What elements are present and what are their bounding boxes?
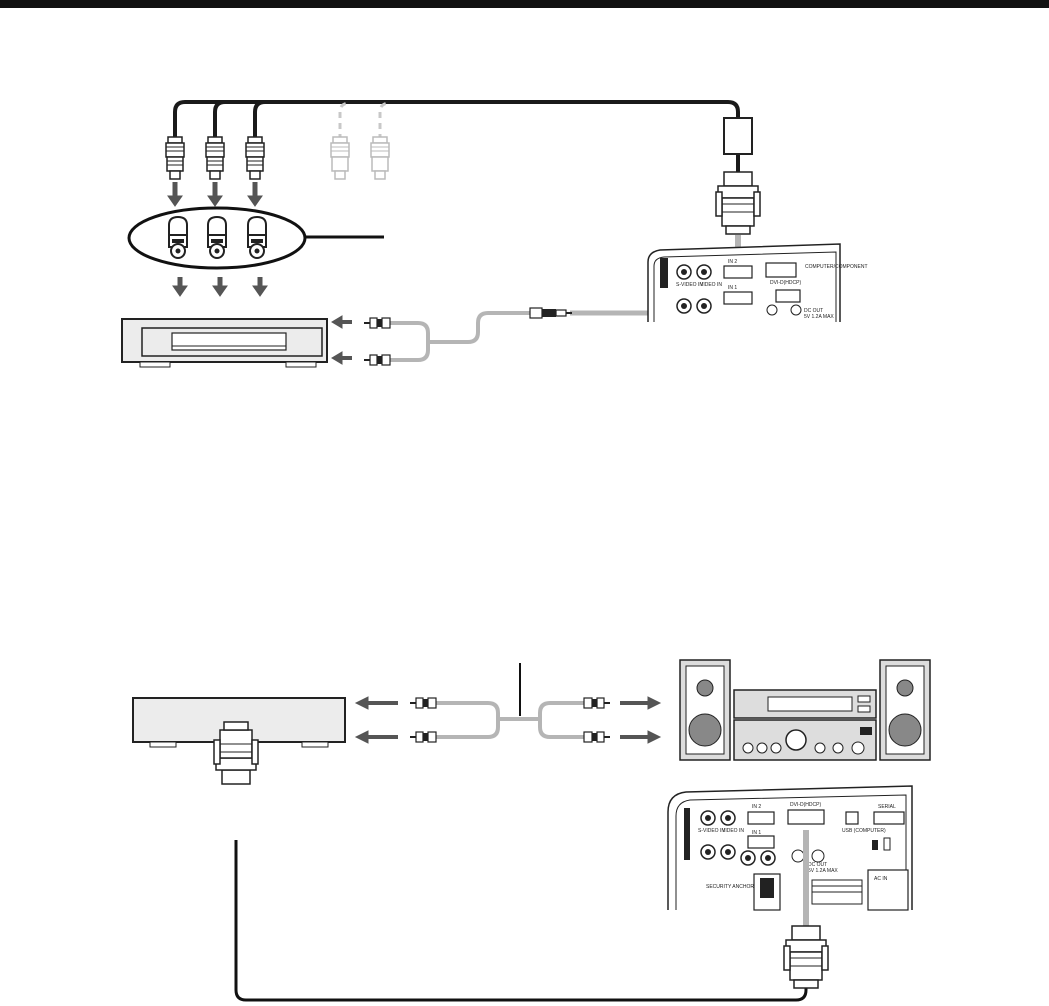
jack-label: SERIAL: [878, 804, 896, 810]
bnc-plug: [246, 137, 264, 179]
bnc-plug: [206, 137, 224, 179]
jack-label: VIDEO IN: [722, 828, 744, 834]
jack-label: DVI-D(HDCP): [790, 802, 821, 808]
jack-label: IN 2: [752, 804, 761, 810]
vga-plug: [716, 172, 760, 234]
av-device: [122, 319, 327, 367]
ferrite-core: [724, 118, 752, 154]
stereo-amplifier: [734, 690, 876, 760]
arrow: [332, 316, 352, 364]
jack-label: IN 2: [728, 259, 737, 265]
jack-label: COMPUTER/COMPONENT: [805, 264, 868, 270]
dvi-plug: [214, 722, 258, 784]
stereo-audio-cable: [410, 663, 610, 742]
jack-label: SECURITY ANCHOR: [706, 884, 754, 890]
speaker: [680, 660, 730, 760]
jack-label: 5V 1.2A MAX: [808, 868, 838, 874]
jack-label: IN 1: [728, 285, 737, 291]
projector-terminal-panel: IN 2 S-VIDEO IN VIDEO IN IN 1 DVI-D(HDCP…: [668, 786, 912, 910]
jack-label: VIDEO IN: [700, 282, 722, 288]
jack-label: USB (COMPUTER): [842, 828, 886, 834]
projector-terminal-panel: IN 2 S-VIDEO IN VIDEO IN IN 1 DVI-D(HDCP…: [648, 244, 868, 322]
speaker: [880, 660, 930, 760]
jack-label: 5V 1.2A MAX: [804, 314, 834, 320]
jack-label: AC IN: [874, 876, 888, 882]
audio-cable: [364, 308, 690, 365]
jack-label: DVI-D(HDCP): [770, 280, 801, 286]
arrow: [173, 277, 267, 296]
bnc-rca-adapters: [129, 208, 384, 268]
jack-label: IN 1: [752, 830, 761, 836]
dvi-plug: [784, 926, 828, 988]
arrow: [168, 182, 262, 206]
bnc-plug-optional: [331, 137, 349, 179]
bnc-plug: [166, 137, 184, 179]
bnc-plug-optional: [371, 137, 389, 179]
